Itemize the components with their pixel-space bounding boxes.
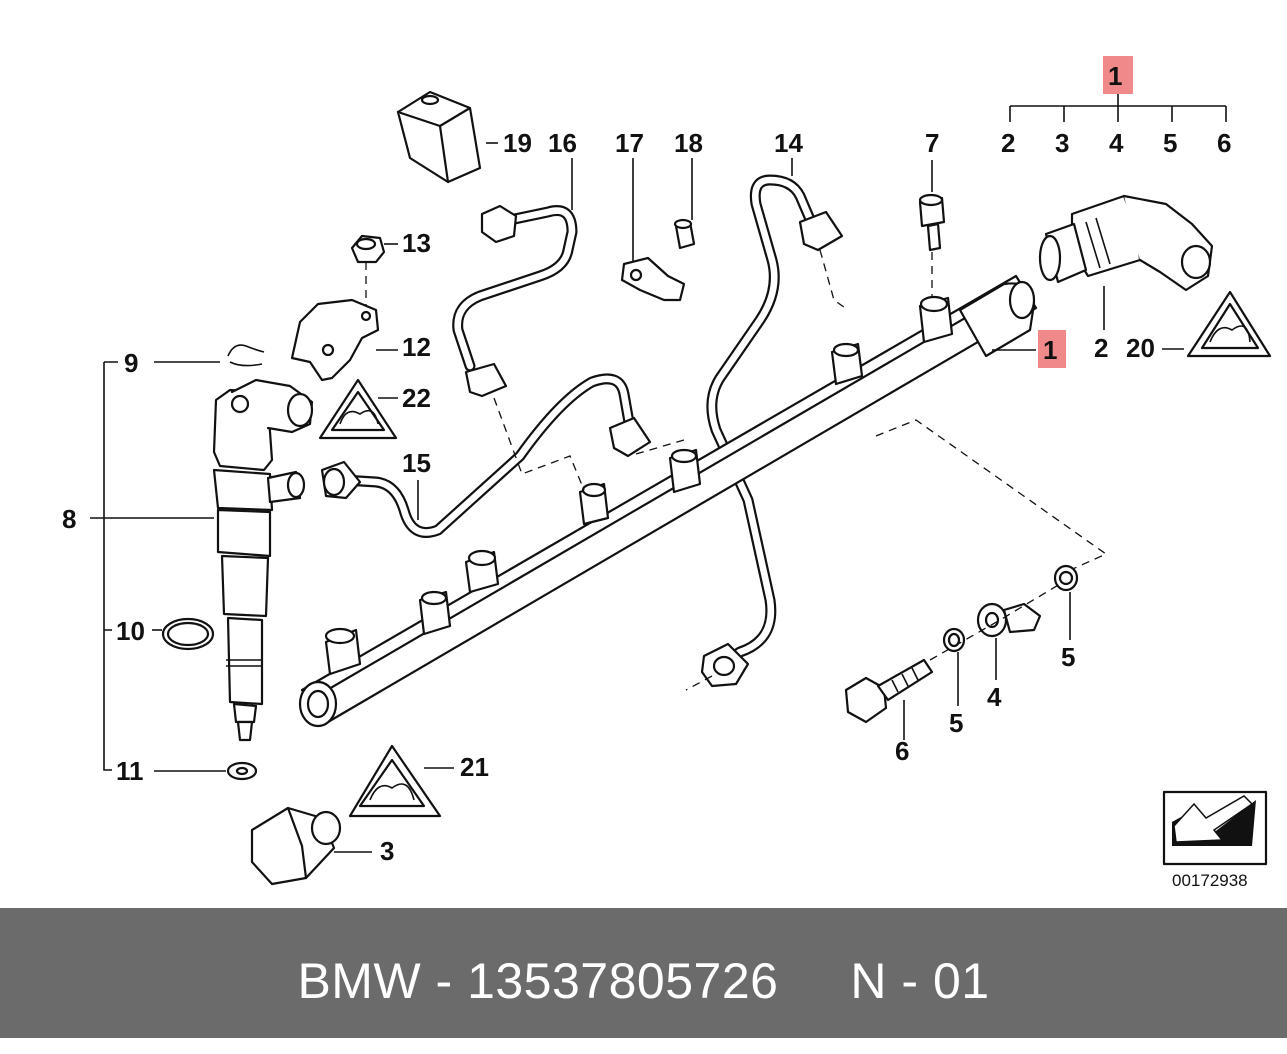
label-6-top: 6	[1217, 128, 1231, 158]
diagram-number: 00172938	[1172, 871, 1248, 890]
part-12-bracket	[290, 298, 380, 382]
part-13-nut	[350, 234, 386, 264]
warning-triangle-22	[318, 378, 398, 440]
part-4-banjo-fitting	[976, 602, 1042, 638]
label-2-top: 2	[1001, 128, 1015, 158]
label-9: 9	[124, 348, 138, 378]
view-direction-icon	[1162, 790, 1268, 866]
warning-triangle-20	[1186, 290, 1272, 358]
label-4-mid: 4	[987, 682, 1002, 712]
part-3-sensor	[250, 806, 342, 886]
label-8: 8	[62, 504, 76, 534]
part-18-bolt	[673, 218, 696, 250]
label-16: 16	[548, 128, 577, 158]
label-3-bottom: 3	[380, 836, 394, 866]
part-6-banjo-bolt	[844, 658, 934, 724]
label-21: 21	[460, 752, 489, 782]
part-19-block	[396, 90, 482, 184]
label-3-top: 3	[1055, 128, 1069, 158]
label-tree	[1009, 94, 1227, 122]
pressure-regulator	[1038, 194, 1214, 292]
part-8-injector	[212, 378, 314, 742]
part-5-ring-low	[1053, 564, 1079, 592]
label-6-low: 6	[895, 736, 909, 766]
label-4-top: 4	[1109, 128, 1124, 158]
warning-triangle-21	[348, 744, 442, 818]
part-17-bracket	[620, 256, 686, 302]
label-5-mid: 5	[949, 708, 963, 738]
label-2-right: 2	[1094, 333, 1108, 363]
parts-diagram: 1 2 3 4 5 6 19 16 17 18 14 7	[62, 56, 1272, 890]
label-7: 7	[925, 128, 939, 158]
label-5-top: 5	[1163, 128, 1177, 158]
label-12: 12	[402, 332, 431, 362]
label-5-low: 5	[1061, 642, 1075, 672]
label-22: 22	[402, 383, 431, 413]
pipe-14	[700, 174, 844, 688]
part-5-ring-mid	[942, 627, 966, 653]
label-1-rail: 1	[1043, 335, 1057, 365]
pipe-16	[452, 204, 578, 398]
part-7-bolt	[918, 193, 946, 252]
fuel-rail	[298, 274, 1038, 728]
label-18: 18	[674, 128, 703, 158]
pipe-15	[320, 373, 652, 538]
label-17: 17	[615, 128, 644, 158]
footer-bar: BMW - 13537805726 N - 01	[0, 908, 1287, 1038]
label-20: 20	[1126, 333, 1155, 363]
part-9-clip	[227, 344, 265, 367]
part-10-seal-ring	[161, 617, 215, 651]
label-14: 14	[774, 128, 803, 158]
label-11: 11	[116, 756, 144, 786]
label-19: 19	[503, 128, 532, 158]
part-11-washer	[226, 761, 258, 781]
label-10: 10	[116, 616, 145, 646]
label-13: 13	[402, 228, 431, 258]
footer-part-number: BMW - 13537805726 N - 01	[297, 953, 990, 1009]
label-15: 15	[402, 448, 431, 478]
label-1-top: 1	[1108, 61, 1122, 91]
highlight-rail	[1038, 330, 1066, 368]
highlight-top	[1103, 56, 1133, 94]
